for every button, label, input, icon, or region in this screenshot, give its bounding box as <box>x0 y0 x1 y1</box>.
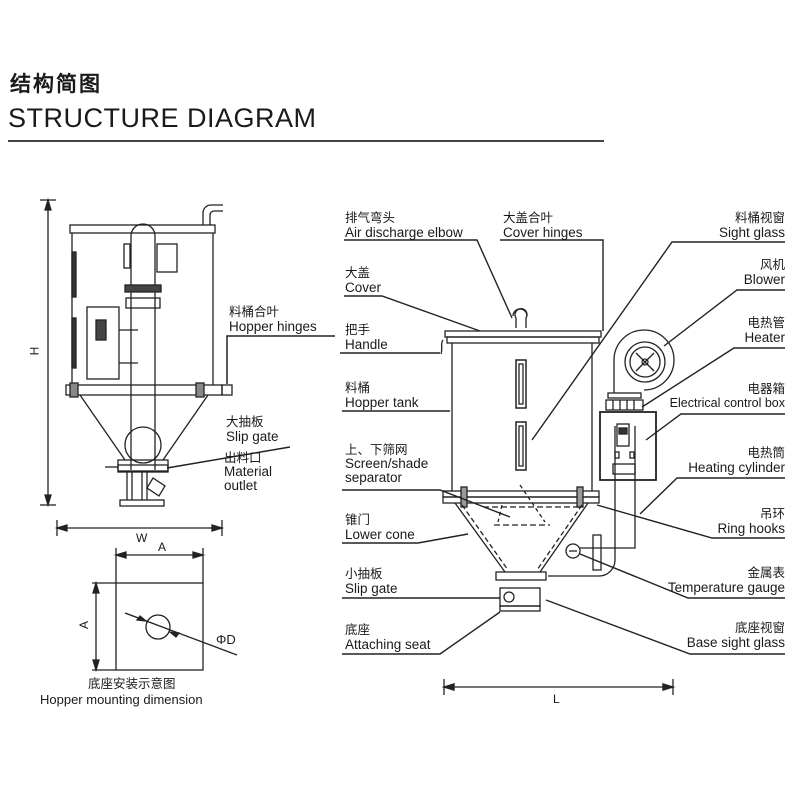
label-cn: 吊环 <box>759 506 785 521</box>
label-en: Blower <box>743 272 785 287</box>
label-cn: 电热筒 <box>747 445 785 460</box>
label-sight-glass: 料桶视窗 Sight glass <box>719 210 785 240</box>
label-en: Cover hinges <box>503 225 583 240</box>
label-cn: 电器箱 <box>747 381 785 396</box>
label-electrical-control-box: 电器箱 Electrical control box <box>670 381 785 411</box>
label-en: Hopper hinges <box>229 319 317 334</box>
label-cn: 大盖合叶 <box>503 210 554 225</box>
label-hopper-hinges: 料桶合叶 Hopper hinges <box>229 304 317 334</box>
label-en: Heating cylinder <box>688 460 785 475</box>
label-cn: 金属表 <box>747 565 785 580</box>
label-en: Temperature gauge <box>667 580 785 595</box>
label-ring-hooks: 吊环 Ring hooks <box>717 506 785 536</box>
label-en: Attaching seat <box>345 637 431 652</box>
side-view-drawing <box>40 197 335 508</box>
label-en: Cover <box>345 280 382 295</box>
label-cn: 锥门 <box>345 512 371 527</box>
label-heating-cylinder: 电热筒 Heating cylinder <box>688 445 785 475</box>
label-air-discharge-elbow: 排气弯头 Air discharge elbow <box>345 210 463 240</box>
label-cn: 把手 <box>345 322 371 337</box>
label-base-sight-glass: 底座视窗 Base sight glass <box>687 620 785 650</box>
title-english: STRUCTURE DIAGRAM <box>8 103 317 133</box>
mounting-caption-en: Hopper mounting dimension <box>40 692 203 707</box>
label-cn: 电热管 <box>747 315 785 330</box>
label-cn: 上、下筛网 <box>345 442 408 457</box>
mounting-drawing <box>92 548 238 673</box>
label-cn: 排气弯头 <box>345 210 396 225</box>
label-en: Electrical control box <box>669 396 785 410</box>
label-en-2: outlet <box>224 478 258 493</box>
label-cn: 底座 <box>345 622 371 637</box>
width-dimension <box>54 520 225 536</box>
label-en: Hopper tank <box>345 395 419 410</box>
label-en: Slip gate <box>345 581 398 596</box>
mounting-caption-cn: 底座安装示意图 <box>88 676 176 691</box>
label-cn: 大盖 <box>345 265 371 280</box>
label-en: Ring hooks <box>717 521 785 536</box>
label-hopper-tank: 料桶 Hopper tank <box>345 380 419 410</box>
label-cover: 大盖 Cover <box>345 265 381 295</box>
label-temperature-gauge: 金属表 Temperature gauge <box>668 565 785 595</box>
dimension-d-label: ΦD <box>216 632 236 647</box>
title-chinese: 结构简图 <box>10 72 102 96</box>
label-cn: 料桶合叶 <box>229 304 280 319</box>
label-cn: 出料口 <box>224 450 262 465</box>
label-cover-hinges: 大盖合叶 Cover hinges <box>503 210 583 240</box>
label-en: Heater <box>744 330 785 345</box>
label-attaching-seat: 底座 Attaching seat <box>345 622 431 652</box>
hopper-hinges-leader <box>226 335 335 384</box>
label-en: Lower cone <box>345 527 415 542</box>
label-slip-gate-small: 小抽板 Slip gate <box>345 566 398 596</box>
label-cn: 大抽板 <box>226 414 264 429</box>
label-en: Slip gate <box>226 429 279 444</box>
slip-gate-leader <box>166 446 291 469</box>
label-cn: 小抽板 <box>345 566 383 581</box>
label-cn: 风机 <box>759 257 785 272</box>
label-blower: 风机 Blower <box>744 257 785 287</box>
dimension-a-side-label: A <box>77 620 92 630</box>
label-heater: 电热管 Heater <box>744 315 785 345</box>
label-en: Handle <box>345 337 388 352</box>
label-slip-gate-large: 大抽板 Slip gate <box>226 414 279 444</box>
label-en: Air discharge elbow <box>345 225 463 240</box>
label-en-2: separator <box>345 470 403 485</box>
title-divider <box>8 140 604 142</box>
dimension-a-top-label: A <box>158 540 167 554</box>
dimension-w-label: W <box>136 531 148 545</box>
label-screen-separator: 上、下筛网 Screen/shade separator <box>345 443 428 485</box>
label-en-1: Material <box>224 464 273 479</box>
dimension-l-label: L <box>553 692 560 706</box>
label-handle: 把手 Handle <box>345 322 388 352</box>
label-en: Screen/shade <box>345 456 429 471</box>
label-en: Base sight glass <box>686 635 785 650</box>
label-material-outlet: 出料口 Material outlet <box>224 451 272 493</box>
label-cn: 料桶视窗 <box>734 210 785 225</box>
caption-cn: 底座安装示意图 <box>88 676 176 691</box>
label-en: Sight glass <box>718 225 785 240</box>
front-view-leaders <box>340 239 785 695</box>
dimension-h-label: H <box>27 346 42 356</box>
mounting-hole <box>145 614 171 640</box>
label-cn: 底座视窗 <box>734 620 785 635</box>
front-view-drawing <box>440 308 675 612</box>
label-cn: 料桶 <box>345 380 371 395</box>
label-lower-cone: 锥门 Lower cone <box>345 512 415 542</box>
base-plate <box>115 582 204 671</box>
